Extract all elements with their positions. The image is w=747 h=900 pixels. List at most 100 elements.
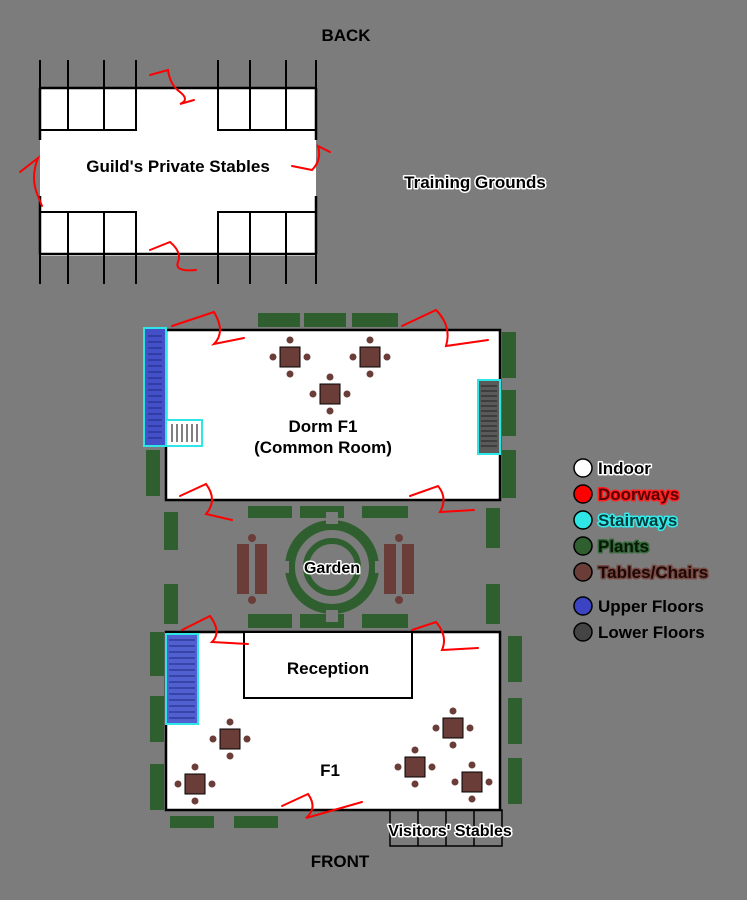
chair	[226, 718, 234, 726]
dorm-upper-stair	[143, 327, 167, 447]
chair	[269, 353, 277, 361]
plants-layer	[146, 313, 522, 828]
legend-swatch-lower-floors	[573, 622, 593, 642]
legend-label: Doorways	[598, 485, 679, 504]
doorway	[149, 240, 197, 272]
plant-bed	[164, 512, 178, 550]
chair	[395, 596, 403, 604]
legend-swatch-upper-floors	[573, 596, 593, 616]
doorway	[149, 68, 195, 105]
doorway	[19, 154, 43, 207]
doorway	[181, 614, 249, 645]
table	[461, 771, 483, 793]
doorways-layer	[19, 68, 489, 819]
table	[319, 383, 341, 405]
private-stables-label: Guild's Private Stables	[86, 157, 270, 176]
plant-bed	[486, 584, 500, 624]
legend-label: Stairways	[598, 511, 677, 530]
chair	[209, 735, 217, 743]
plant-bed	[150, 696, 164, 742]
stall	[249, 211, 287, 255]
garden-path-gap	[326, 610, 338, 622]
legend-swatch-stairways	[573, 510, 593, 530]
long-table	[237, 544, 249, 594]
table	[279, 346, 301, 368]
plant-bed	[146, 450, 160, 496]
doorway	[401, 308, 489, 348]
chair	[485, 778, 493, 786]
doorway	[281, 792, 363, 819]
long-table	[255, 544, 267, 594]
doorway	[411, 620, 479, 652]
common-room-label: (Common Room)	[254, 438, 392, 457]
stall	[285, 211, 317, 255]
plant-bed	[502, 450, 516, 498]
buildings-layer	[38, 60, 503, 847]
plant-bed	[486, 508, 500, 548]
plant-bed	[164, 584, 178, 624]
dorm-floor	[164, 328, 502, 502]
plant-bed	[502, 390, 516, 436]
chair	[343, 390, 351, 398]
legend-label: Indoor	[598, 459, 651, 478]
garden-path-gap	[326, 512, 338, 524]
chair	[226, 752, 234, 760]
chair	[395, 534, 403, 542]
plant-bed	[150, 632, 164, 676]
f1-label: F1	[320, 761, 340, 780]
front-label: FRONT	[311, 852, 370, 871]
stairways-layer	[143, 327, 501, 725]
plant-bed	[304, 313, 346, 327]
garden-path-gap	[277, 561, 289, 573]
garden-inner-ring	[303, 538, 361, 596]
legend-swatch-plants	[573, 536, 593, 556]
plant-bed	[352, 313, 398, 327]
training-grounds-label: Training Grounds	[404, 173, 546, 192]
chair	[466, 724, 474, 732]
table	[359, 346, 381, 368]
plant-bed	[508, 698, 522, 744]
stall	[285, 87, 317, 131]
plant-bed	[248, 506, 292, 518]
plant-bed	[248, 614, 292, 628]
legend-swatch-tables-chairs	[573, 562, 593, 582]
chair	[432, 724, 440, 732]
dorm-label: Dorm F1	[289, 417, 358, 436]
chair	[286, 370, 294, 378]
stall	[249, 87, 287, 131]
legend-label: Lower Floors	[598, 623, 705, 642]
chair	[366, 370, 374, 378]
long-table	[384, 544, 396, 594]
plant-bed	[508, 636, 522, 682]
chair	[411, 780, 419, 788]
f1-upper-stair	[165, 633, 199, 725]
chair	[248, 534, 256, 542]
stall	[67, 87, 105, 131]
legend-label: Tables/Chairs	[598, 563, 708, 582]
chair	[326, 373, 334, 381]
stall	[217, 211, 251, 255]
legend-label: Plants	[598, 537, 649, 556]
labels-layer: BACK FRONT Guild's Private Stables Train…	[86, 26, 547, 871]
stall	[67, 211, 105, 255]
garden-outer-ring	[285, 520, 379, 614]
chair	[191, 763, 199, 771]
plant-bed	[508, 758, 522, 804]
plant-bed	[502, 332, 516, 378]
doorway	[171, 310, 245, 346]
doorway	[291, 144, 331, 172]
table	[184, 773, 206, 795]
chair	[248, 596, 256, 604]
doorway	[409, 484, 475, 514]
stall	[217, 87, 251, 131]
stall	[103, 211, 137, 255]
plant-bed	[150, 764, 164, 810]
plant-bed	[362, 614, 408, 628]
chair	[208, 780, 216, 788]
chair	[451, 778, 459, 786]
table	[442, 717, 464, 739]
plant-bed	[362, 506, 408, 518]
reception-desk	[243, 631, 413, 699]
chair	[428, 763, 436, 771]
